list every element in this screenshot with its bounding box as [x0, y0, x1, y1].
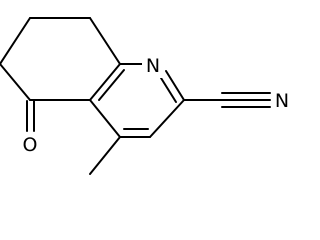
bond-c4a-c8a-inner — [98, 69, 125, 101]
bond-c7-c6 — [0, 17, 31, 65]
chemical-structure-diagram: N N O — [0, 17, 293, 175]
n-nitrile-label-bg — [271, 88, 293, 114]
bond-n1-c2 — [165, 70, 185, 101]
bond-c4a-c8a — [89, 63, 121, 101]
n-ring-label-bg — [142, 52, 164, 78]
bond-c4-c4a — [89, 99, 121, 138]
atom-label-ketone-oxygen: O — [23, 134, 38, 156]
o-ketone-label-bg — [19, 132, 41, 158]
bond-c8a-c8 — [89, 17, 121, 65]
bond-c6-c5 — [0, 63, 31, 101]
bond-c2-c3 — [149, 99, 185, 138]
bond-c4-methyl — [89, 136, 121, 175]
bond-n1-c2-inner — [160, 77, 177, 103]
atom-label-nitrile-nitrogen: N — [275, 90, 289, 112]
atom-label-ring-nitrogen: N — [146, 55, 160, 77]
